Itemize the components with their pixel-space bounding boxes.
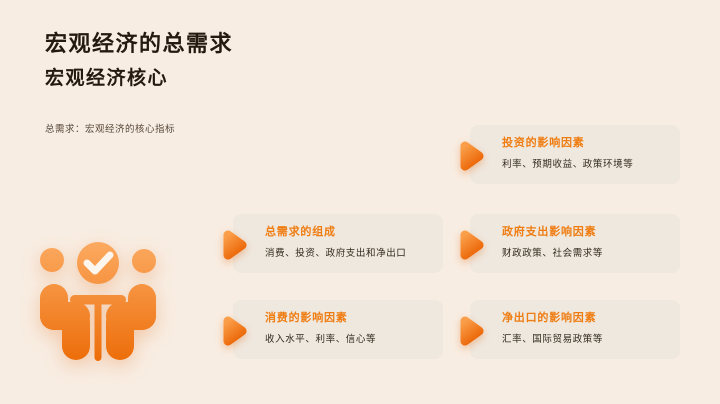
arrow-right-icon: [223, 316, 247, 346]
arrow-right-icon: [460, 141, 484, 171]
arrow-right-icon: [460, 316, 484, 346]
info-card-demand-composition: 总需求的组成 消费、投资、政府支出和净出口: [223, 214, 443, 273]
header: 宏观经济的总需求 宏观经济核心: [45, 26, 233, 90]
page-title: 宏观经济的总需求: [45, 31, 234, 56]
card-title: 消费的影响因素: [265, 312, 348, 324]
card-title: 总需求的组成: [265, 226, 336, 238]
card-description: 汇率、国际贸易政策等: [502, 334, 604, 346]
info-card-investment-factors: 投资的影响因素 利率、预期收益、政策环境等: [460, 125, 680, 184]
info-card-government-spending-factors: 政府支出影响因素 财政政策、社会需求等: [460, 214, 680, 273]
card-title: 政府支出影响因素: [502, 226, 597, 238]
card-description: 利率、预期收益、政策环境等: [502, 159, 634, 171]
arrow-right-icon: [460, 230, 484, 260]
meeting-agreement-icon: [40, 242, 156, 361]
caption: 总需求：宏观经济的核心指标: [45, 124, 176, 135]
card-title: 投资的影响因素: [502, 137, 585, 149]
info-card-consumption-factors: 消费的影响因素 收入水平、利率、信心等: [223, 300, 443, 359]
card-title: 净出口的影响因素: [502, 312, 597, 324]
card-description: 消费、投资、政府支出和净出口: [265, 248, 407, 260]
card-description: 财政政策、社会需求等: [502, 248, 604, 260]
page-subtitle: 宏观经济核心: [45, 68, 169, 89]
info-card-net-export-factors: 净出口的影响因素 汇率、国际贸易政策等: [460, 300, 680, 359]
card-description: 收入水平、利率、信心等: [265, 334, 377, 346]
arrow-right-icon: [223, 230, 247, 260]
